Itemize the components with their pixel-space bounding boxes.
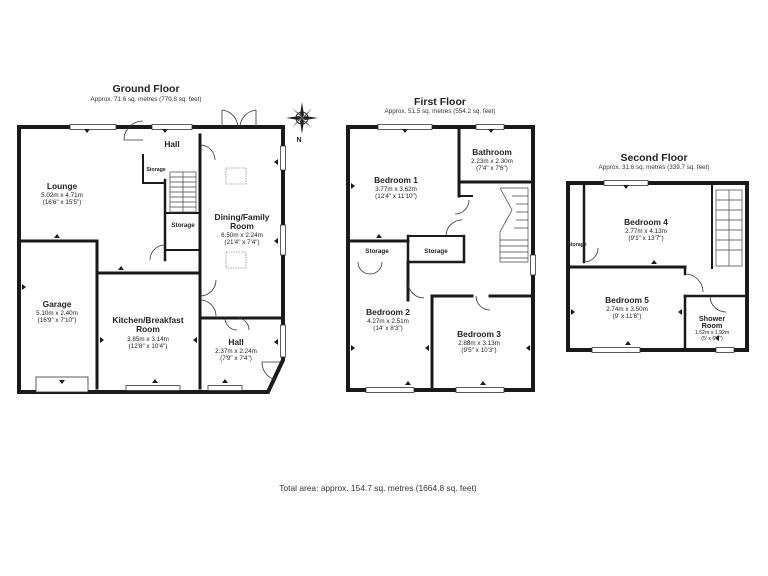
ground-floor-area: Approx. 71.6 sq. metres (770.8 sq. feet) <box>90 96 202 103</box>
ground-floor-plan <box>17 125 285 394</box>
second-floor-plan <box>566 181 749 352</box>
first-floor-area: Approx. 51.5 sq. metres (554.2 sq. feet) <box>384 108 496 115</box>
room-bedroom4-imperial: (9'1" x 13'7") <box>628 235 664 242</box>
room-garage-metric: 5.10m x 2.40m <box>36 310 78 317</box>
second-floor-windows <box>591 180 735 353</box>
room-dining-imperial: (21'4" x 7'4") <box>224 239 260 246</box>
first-floor-title: First Floor <box>414 96 466 108</box>
first-floor-markers <box>351 129 530 385</box>
room-bedroom2-name: Bedroom 2 <box>366 307 410 317</box>
room-lounge-metric: 5.02m x 4.71m <box>41 192 83 199</box>
compass-north-label: N <box>296 137 302 144</box>
room-storage-ff2: Storage <box>424 248 448 255</box>
room-kitchen-name: Kitchen/Breakfast <box>112 315 184 325</box>
room-kitchen-name2: Room <box>136 324 160 334</box>
second-floor-doors <box>583 247 727 313</box>
room-bedroom2-imperial: (14' x 8'3") <box>373 325 403 332</box>
room-storage-gf: Storage <box>171 222 195 229</box>
second-floor-markers <box>571 185 719 345</box>
room-garage-imperial: (16'9" x 7'10") <box>37 317 77 324</box>
room-dining-name: Dining/Family <box>214 212 270 222</box>
second-floor-stairs <box>715 189 743 267</box>
room-shower-name2: Room <box>701 321 723 330</box>
room-storage-small: Storage <box>146 167 166 173</box>
room-shower-metric: 1.52m x 1.92m <box>694 330 730 336</box>
first-floor-plan <box>346 125 535 392</box>
ground-floor-markers <box>22 129 278 384</box>
room-dining-name2: Room <box>230 221 254 231</box>
room-bedroom4-metric: 2.77m x 4.13m <box>625 228 667 235</box>
room-hall-bottom-metric: 2.37m x 2.24m <box>215 348 257 355</box>
ground-floor-title: Ground Floor <box>112 83 180 95</box>
room-shower-imperial: (5' x 6'3") <box>701 336 723 342</box>
room-lounge-name: Lounge <box>46 181 78 191</box>
second-floor-area: Approx. 31.6 sq. metres (339.7 sq. feet) <box>598 164 710 171</box>
second-floor-title: Second Floor <box>620 152 688 164</box>
room-bathroom-name: Bathroom <box>472 147 512 157</box>
room-storage-ff1: Storage <box>365 248 389 255</box>
ground-floor-fixtures <box>225 167 247 269</box>
room-bedroom5-name: Bedroom 5 <box>605 295 649 305</box>
room-bedroom3-name: Bedroom 3 <box>457 329 501 339</box>
room-hall-bottom-imperial: (7'9" x 7'4") <box>220 355 252 362</box>
room-bedroom1-imperial: (12'4" x 11'10") <box>375 193 417 200</box>
first-floor-stairs <box>499 187 529 263</box>
room-kitchen-metric: 3.85m x 3.14m <box>127 336 169 343</box>
room-bedroom4-name: Bedroom 4 <box>624 217 668 227</box>
room-garage-name: Garage <box>42 299 72 309</box>
total-area: Total area: approx. 154.7 sq. metres (16… <box>279 483 477 493</box>
room-hall-top: Hall <box>164 139 180 149</box>
room-lounge-imperial: (16'6" x 15'5") <box>42 199 82 206</box>
ground-floor-doors <box>123 109 280 381</box>
room-bedroom3-imperial: (9'5" x 10'3") <box>461 347 497 354</box>
room-bedroom2-metric: 4.27m x 2.51m <box>367 318 409 325</box>
room-bathroom-metric: 2.23m x 2.30m <box>471 158 513 165</box>
room-bedroom5-metric: 2.74m x 3.50m <box>606 306 648 313</box>
room-bedroom1-name: Bedroom 1 <box>374 175 418 185</box>
ground-floor-windows <box>35 124 286 393</box>
room-dining-metric: 6.50m x 2.24m <box>221 232 263 239</box>
compass-icon <box>286 102 318 134</box>
room-bathroom-imperial: (7'4" x 7'6") <box>476 165 508 172</box>
room-hall-bottom-name: Hall <box>228 337 244 347</box>
room-kitchen-imperial: (12'8" x 10'4") <box>128 343 168 350</box>
room-bedroom3-metric: 2.88m x 3.13m <box>458 340 500 347</box>
ground-floor-stairs <box>169 171 197 213</box>
first-floor-doors <box>357 199 491 311</box>
room-bedroom1-metric: 3.77m x 3.62m <box>375 186 417 193</box>
room-bedroom5-imperial: (9' x 11'6") <box>612 313 642 320</box>
room-shower-name: Shower <box>698 314 726 323</box>
room-storage-sf: Storage <box>567 242 587 248</box>
